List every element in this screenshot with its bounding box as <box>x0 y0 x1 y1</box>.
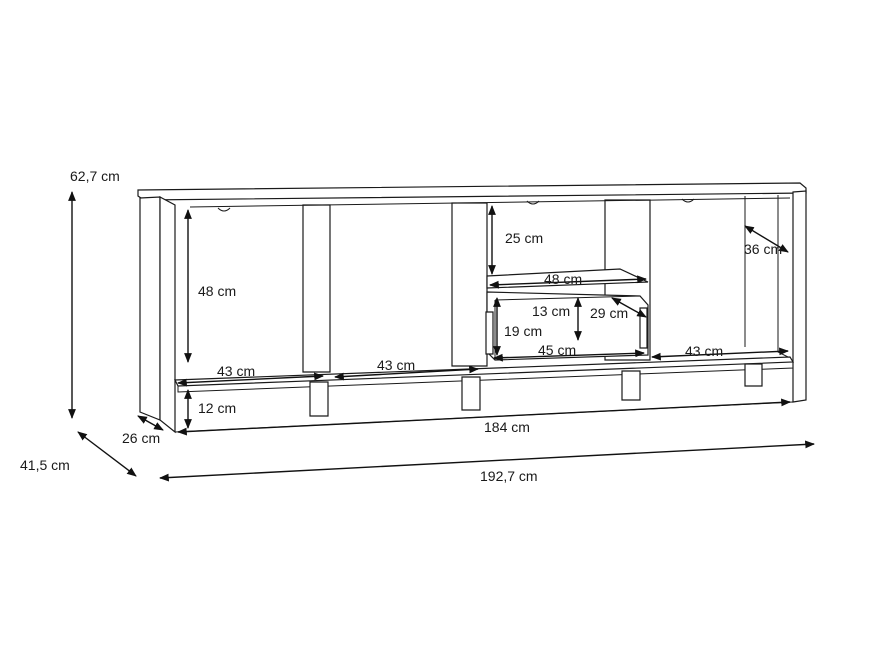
label-drawer-width: 45 cm <box>538 342 576 358</box>
label-drawer-top-width: 48 cm <box>544 271 582 287</box>
label-bay-width-2: 43 cm <box>377 357 415 373</box>
label-leg-height: 12 cm <box>198 400 236 416</box>
label-width-inner: 184 cm <box>484 419 530 435</box>
sideboard-body <box>137 182 807 434</box>
label-bay-width-1: 43 cm <box>217 363 255 379</box>
label-bay-depth: 36 cm <box>744 241 782 257</box>
label-depth-total: 41,5 cm <box>20 457 70 473</box>
label-bay-width-4: 43 cm <box>685 343 723 359</box>
label-drawer-depth: 29 cm <box>590 305 628 321</box>
label-shelf-height: 48 cm <box>198 283 236 299</box>
label-drawer-inner-height: 13 cm <box>532 303 570 319</box>
dimension-labels: 62,7 cm 41,5 cm 26 cm 12 cm 184 cm 192,7… <box>20 168 782 484</box>
label-height-total: 62,7 cm <box>70 168 120 184</box>
label-width-total: 192,7 cm <box>480 468 538 484</box>
dimension-lines <box>68 191 815 482</box>
label-depth-inner: 26 cm <box>122 430 160 446</box>
label-top-opening-height: 25 cm <box>505 230 543 246</box>
label-drawer-front-height: 19 cm <box>504 323 542 339</box>
